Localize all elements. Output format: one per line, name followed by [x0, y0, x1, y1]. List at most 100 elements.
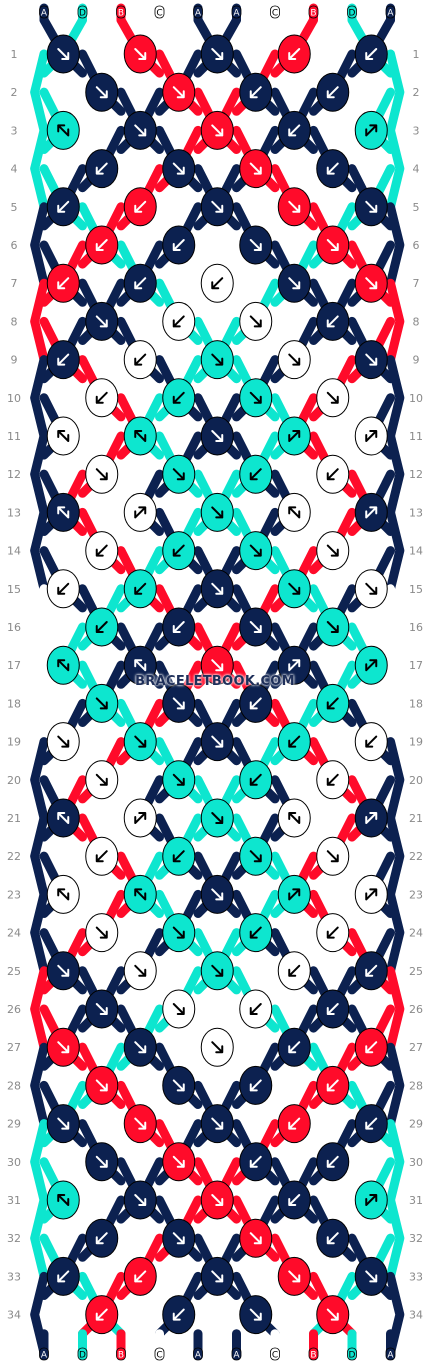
string-end-top: B [116, 5, 126, 19]
edge-thread [386, 1119, 405, 1205]
knot-arrow [249, 926, 262, 939]
knot [239, 378, 273, 418]
row-number-left: 17 [7, 659, 21, 672]
knot-arrow [326, 773, 339, 786]
string-letter: D [79, 9, 86, 19]
knot-arrow [211, 735, 224, 748]
knot-arrow [365, 735, 378, 748]
knot [316, 1142, 350, 1182]
knot [200, 1256, 234, 1296]
knot-arrow [365, 430, 378, 442]
knot-arrow [365, 964, 378, 977]
knot-arrow [249, 315, 262, 328]
row-number-right: 7 [413, 277, 420, 290]
knot-arrow [211, 506, 224, 519]
knot-arrow [134, 1117, 147, 1130]
knot-arrow [326, 1155, 339, 1168]
knot-arrow [172, 621, 185, 633]
knot-arrow [326, 1079, 339, 1092]
row-number-right: 31 [409, 1194, 423, 1207]
knot-arrow [365, 48, 378, 60]
knot [162, 836, 196, 876]
knot-arrow [365, 888, 378, 901]
knot-arrow [95, 468, 108, 481]
knot [46, 263, 80, 303]
knot-arrow [288, 124, 301, 137]
knot [316, 531, 350, 571]
knot-arrow [172, 850, 185, 863]
knot-arrow [57, 506, 70, 519]
knot [354, 34, 388, 74]
knot [354, 1256, 388, 1296]
knot [85, 454, 119, 494]
knot-arrow [288, 964, 301, 977]
knot [123, 1027, 157, 1067]
knot-arrow [211, 430, 224, 442]
string-letter: A [233, 1351, 240, 1361]
knot [162, 1065, 196, 1105]
knot-arrow [57, 430, 70, 442]
knot-arrow [211, 964, 224, 977]
knot [277, 874, 311, 914]
row-number-right: 4 [413, 163, 420, 176]
row-number-right: 20 [409, 774, 423, 787]
edge-thread [30, 125, 49, 212]
row-number-left: 32 [7, 1232, 21, 1245]
knot-arrow [249, 1308, 262, 1321]
knot [46, 187, 80, 227]
row-number-right: 1 [413, 48, 420, 61]
knot [316, 683, 350, 723]
knot [123, 1180, 157, 1220]
knot [46, 1027, 80, 1067]
knot-arrow [326, 1232, 339, 1245]
knot-arrow [95, 239, 108, 251]
knot [316, 913, 350, 953]
knot [354, 263, 388, 303]
knot-arrow [365, 124, 378, 137]
row-number-left: 9 [11, 354, 18, 367]
knot-arrow [57, 1041, 70, 1054]
knot [123, 874, 157, 914]
edge-thread [386, 889, 405, 976]
knot [200, 951, 234, 991]
knot-arrow [95, 697, 108, 710]
knot-arrow [288, 277, 301, 290]
knot [200, 722, 234, 762]
string-end-top: A [385, 5, 396, 19]
knot [162, 72, 196, 112]
knot [162, 454, 196, 494]
string-end-top: C [270, 5, 280, 19]
row-number-left: 12 [7, 468, 21, 481]
knot-arrow [288, 735, 301, 748]
row-number-right: 8 [413, 315, 420, 328]
string-letter: A [195, 1351, 202, 1361]
knot-arrow [172, 544, 185, 557]
row-number-right: 18 [409, 697, 423, 710]
knot [239, 72, 273, 112]
row-number-right: 26 [409, 1003, 423, 1016]
knot [162, 301, 196, 341]
edge-thread [30, 202, 49, 288]
knot-arrow [249, 1003, 262, 1015]
knot-arrow [134, 430, 147, 442]
knot [316, 149, 350, 189]
row-number-right: 22 [409, 850, 423, 863]
knot-arrow [249, 850, 262, 863]
knot [316, 760, 350, 800]
knot [277, 645, 311, 685]
knot [239, 149, 273, 189]
knot-arrow [211, 812, 224, 824]
knot-arrow [249, 697, 262, 710]
knot [239, 1142, 273, 1182]
knot [85, 225, 119, 265]
row-number-right: 24 [409, 927, 423, 940]
row-number-left: 3 [11, 124, 18, 137]
knot [239, 836, 273, 876]
knot-arrow [134, 48, 147, 60]
knot [354, 722, 388, 762]
string-letter: A [41, 9, 48, 19]
knot [85, 1065, 119, 1105]
row-number-right: 15 [409, 583, 423, 596]
knot-arrow [249, 391, 262, 404]
knot-arrow [172, 1003, 185, 1015]
